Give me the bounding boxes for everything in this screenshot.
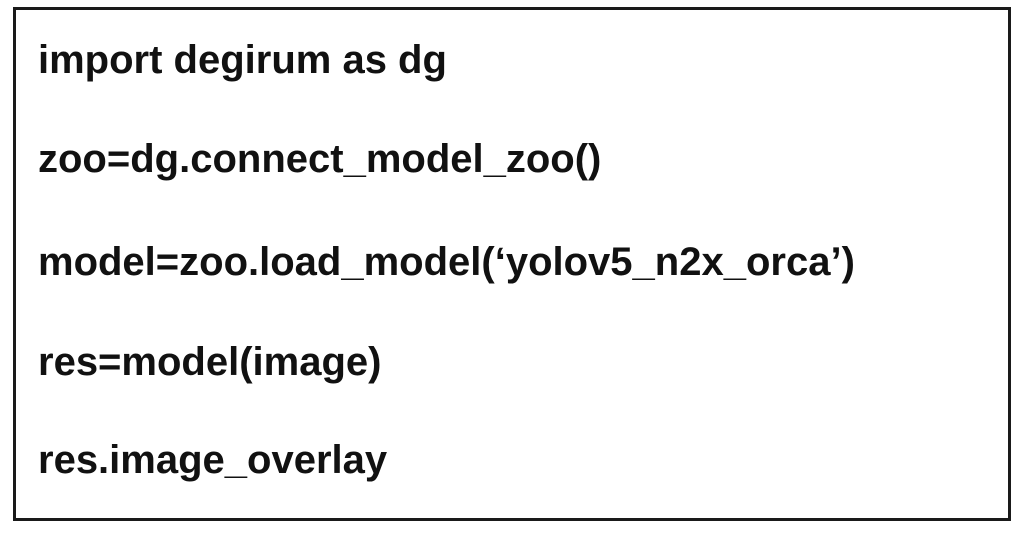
code-line-image-overlay: res.image_overlay [38,438,388,482]
code-box [13,7,1011,521]
code-line-load-model: model=zoo.load_model(‘yolov5_n2x_orca’) [38,240,855,284]
code-line-connect-zoo: zoo=dg.connect_model_zoo() [38,137,602,181]
code-line-import: import degirum as dg [38,38,447,82]
code-line-run-model: res=model(image) [38,340,382,384]
